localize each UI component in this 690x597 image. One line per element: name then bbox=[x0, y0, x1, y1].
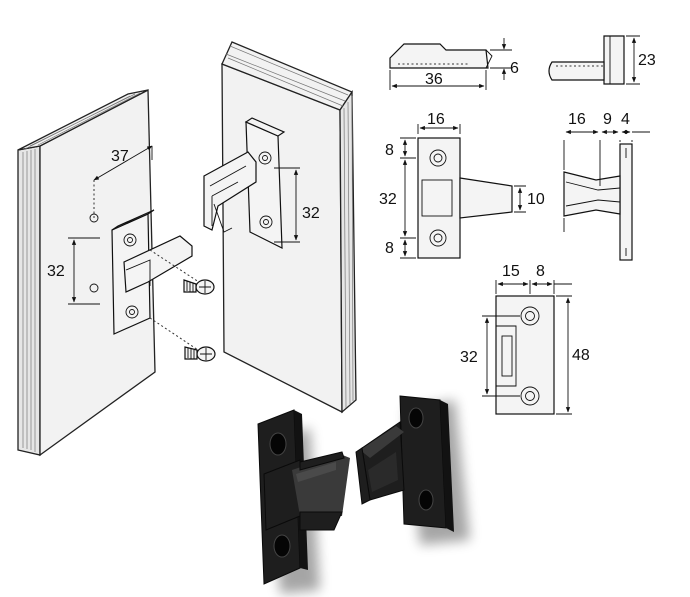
receiver-front-view-drawing bbox=[482, 280, 572, 415]
receiver-width-label: 15 bbox=[502, 263, 520, 280]
top-right-height-label: 23 bbox=[638, 52, 656, 69]
profile-width-label: 16 bbox=[568, 111, 586, 128]
hook-part-drawing bbox=[111, 209, 209, 351]
receiver-part-drawing bbox=[203, 117, 300, 249]
tongue-width-label: 10 bbox=[527, 191, 545, 208]
profile-gap-label: 9 bbox=[603, 111, 612, 128]
left-wood-panel bbox=[17, 88, 156, 457]
front-hole-spacing-label: 32 bbox=[379, 191, 397, 208]
hook-part-photo bbox=[257, 409, 350, 585]
screw-icon bbox=[184, 346, 216, 362]
product-photo bbox=[257, 395, 470, 594]
drill-distance-label: 37 bbox=[111, 148, 129, 165]
receiver-side-view-drawing bbox=[548, 35, 640, 85]
receiver-height-label: 48 bbox=[572, 347, 590, 364]
drill-spacing-label: 32 bbox=[47, 263, 65, 280]
front-edge-top-label: 8 bbox=[385, 142, 394, 159]
receiver-mount-spacing-label: 32 bbox=[302, 205, 320, 222]
right-wood-panel bbox=[221, 41, 357, 414]
side-view-length-label: 36 bbox=[425, 71, 443, 88]
screw-icon bbox=[183, 279, 215, 295]
front-view-drawing bbox=[400, 124, 526, 259]
side-view-thickness-label: 6 bbox=[510, 60, 519, 77]
front-edge-bottom-label: 8 bbox=[385, 240, 394, 257]
profile-plate-label: 4 bbox=[621, 111, 630, 128]
receiver-hole-spacing-label: 32 bbox=[460, 349, 478, 366]
profile-view-drawing bbox=[563, 129, 650, 261]
side-view-drawing bbox=[389, 38, 512, 90]
drill-positions bbox=[68, 145, 153, 305]
receiver-part-photo bbox=[355, 395, 454, 532]
receiver-edge-label: 8 bbox=[536, 263, 545, 280]
front-width-label: 16 bbox=[427, 111, 445, 128]
